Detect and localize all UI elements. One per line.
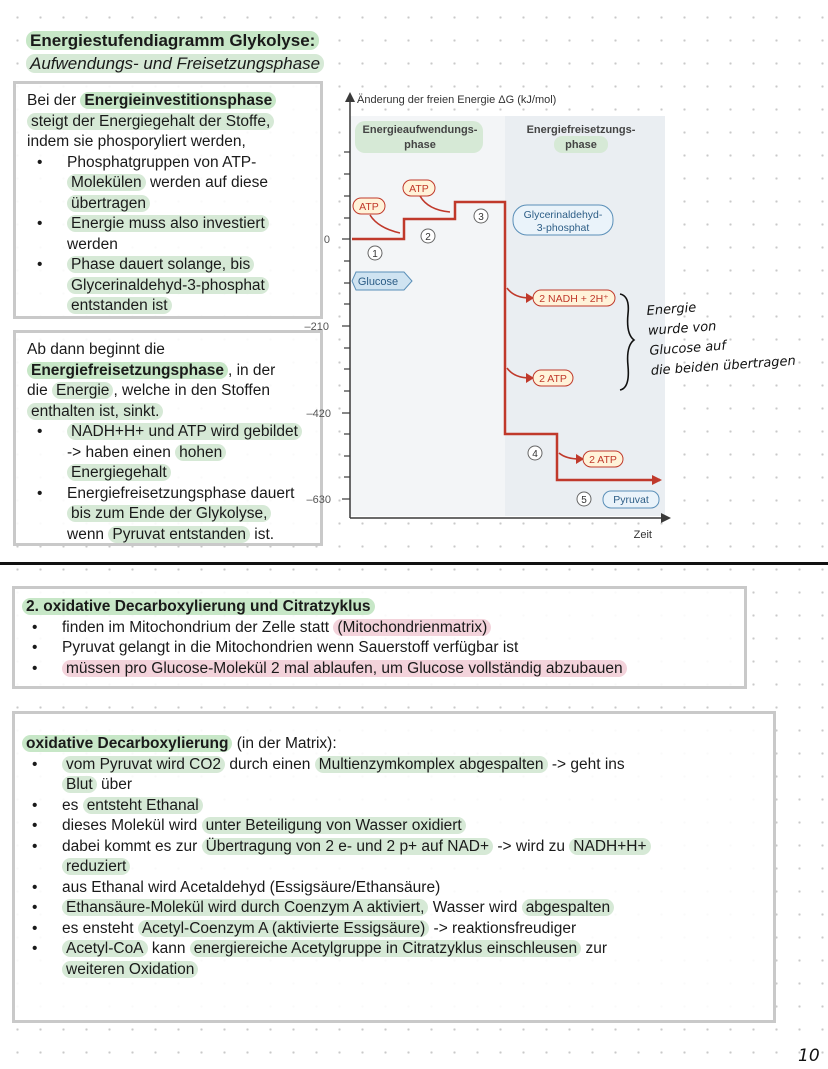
invest-line-3: indem sie phosporyliert werden, — [27, 133, 246, 150]
pyruvat-label-box — [602, 490, 660, 509]
release-highlight: Energiefreisetzungsphase — [27, 361, 228, 379]
list-item: Phase dauert solange, bisGlycerinaldehyd… — [27, 255, 320, 317]
energy-path-line — [352, 200, 660, 482]
y-tick-label: –210 — [305, 321, 329, 333]
investment-phase-box: Bei der Energieinvestitionsphase steigt … — [13, 81, 323, 319]
list-item: Acetyl-CoA kann energiereiche Acetylgrup… — [22, 939, 773, 980]
x-axis-arrow — [661, 513, 671, 523]
invest-intro-highlight: Energieinvestitionsphase — [80, 92, 277, 109]
phase-investment-title: Energieaufwendungs- — [363, 124, 478, 136]
list-item: Phosphatgruppen von ATP-Molekülen werden… — [27, 153, 320, 215]
energy-path-arrow — [652, 475, 662, 485]
step-marker-1 — [367, 245, 383, 261]
nadh-label-text: 2 NADH + 2H⁺ — [539, 293, 609, 305]
svg-text:5: 5 — [581, 495, 587, 506]
page-header: Energiestufendiagramm Glykolyse: Aufwend… — [26, 29, 325, 75]
y-tick-label: –630 — [307, 494, 331, 506]
invest-bullet-list: Phosphatgruppen von ATP-Molekülen werden… — [27, 153, 320, 317]
phase-title-highlight — [355, 121, 483, 153]
svg-text:1: 1 — [372, 249, 378, 260]
page-subtitle: Aufwendungs- und Freisetzungsphase — [26, 54, 325, 73]
atp-label — [352, 197, 386, 215]
section2-bullet-list: finden im Mitochondrium der Zelle statt … — [22, 618, 744, 680]
g3p-label: 3-phosphat — [537, 222, 590, 234]
phase-release-title: phase — [565, 139, 597, 151]
y-tick-label: –420 — [307, 408, 331, 420]
citrate-cycle-box: 2. oxidative Decarboxylierung und Citrat… — [12, 586, 747, 689]
list-item: NADH+H+ und ATP wird gebildet-> haben ei… — [27, 422, 320, 484]
list-item: es ensteht Acetyl-Coenzym A (aktivierte … — [22, 919, 773, 940]
section-title: 2. oxidative Decarboxylierung und Citrat… — [22, 598, 375, 615]
list-item: dieses Molekül wird unter Beteiligung vo… — [22, 816, 773, 837]
list-item: Ethansäure-Molekül wird durch Coenzym A … — [22, 898, 773, 919]
decarboxylation-box: oxidative Decarboxylierung (in der Matri… — [12, 711, 776, 1023]
invest-intro-text: Bei der — [27, 92, 81, 109]
step-marker-4 — [527, 445, 543, 461]
step-marker-5 — [576, 491, 592, 507]
list-item: vom Pyruvat wird CO2 durch einen Multien… — [22, 755, 773, 796]
list-item: aus Ethanal wird Acetaldehyd (Essigsäure… — [22, 878, 773, 899]
glucose-molecule-shape — [351, 271, 413, 291]
phase-investment-title: phase — [404, 139, 436, 151]
x-axis-label: Zeit — [634, 529, 652, 541]
energy-level-diagram: 0 –210 –420 –630 Änderung der freien Ene… — [305, 92, 671, 541]
atp-input-arrow — [419, 195, 451, 213]
step-marker-3 — [473, 208, 489, 224]
phase-investment-background — [350, 116, 505, 516]
atp-output-label-text: 2 ATP — [539, 373, 567, 385]
step-marker-2 — [420, 228, 436, 244]
atp-label — [402, 179, 436, 197]
page-title: Energiestufendiagramm Glykolyse: — [26, 31, 320, 50]
nadh-label — [532, 289, 616, 307]
list-item: Pyruvat gelangt in die Mitochondrien wen… — [22, 638, 744, 659]
atp-output-label-text: 2 ATP — [589, 454, 617, 466]
svg-text:2: 2 — [425, 232, 431, 243]
handwritten-brace — [619, 293, 636, 391]
y-axis-arrow — [345, 92, 355, 102]
phase-release-title: Energiefreisetzungs- — [527, 124, 636, 136]
list-item: es entsteht Ethanal — [22, 796, 773, 817]
atp-label-text: ATP — [409, 183, 429, 195]
y-tick-label: 0 — [324, 234, 330, 246]
list-item: müssen pro Glucose-Molekül 2 mal ablaufe… — [22, 659, 744, 680]
handwritten-note: Energie wurde von Glucose auf die beiden… — [646, 300, 797, 379]
phase-title-highlight — [554, 136, 608, 153]
list-item: finden im Mitochondrium der Zelle statt … — [22, 618, 744, 639]
svg-text:4: 4 — [532, 449, 538, 460]
section3-bullet-list: vom Pyruvat wird CO2 durch einen Multien… — [22, 755, 773, 981]
release-bullet-list: NADH+H+ und ATP wird gebildet-> haben ei… — [27, 422, 320, 545]
list-item: dabei kommt es zur Übertragung von 2 e- … — [22, 837, 773, 878]
g3p-label-box — [512, 204, 614, 236]
atp-label-text: ATP — [359, 201, 379, 213]
section-divider — [0, 562, 828, 565]
invest-line-2: steigt der Energiegehalt der Stoffe, — [27, 112, 275, 130]
release-line-1: Ab dann beginnt die — [27, 341, 165, 358]
pyruvat-label: Pyruvat — [613, 494, 649, 506]
y-axis-label: Änderung der freien Energie ΔG (kJ/mol) — [357, 94, 556, 106]
release-phase-box: Ab dann beginnt die Energiefreisetzungsp… — [13, 330, 323, 546]
atp-output-label — [532, 369, 574, 387]
page-number: 10 — [798, 1046, 820, 1066]
atp-input-arrow — [369, 214, 401, 234]
g3p-label: Glycerinaldehyd- — [524, 209, 603, 221]
svg-text:3: 3 — [478, 212, 484, 223]
glucose-label: Glucose — [358, 276, 398, 288]
section-title: oxidative Decarboxylierung — [22, 735, 233, 752]
atp-output-label — [582, 450, 624, 468]
